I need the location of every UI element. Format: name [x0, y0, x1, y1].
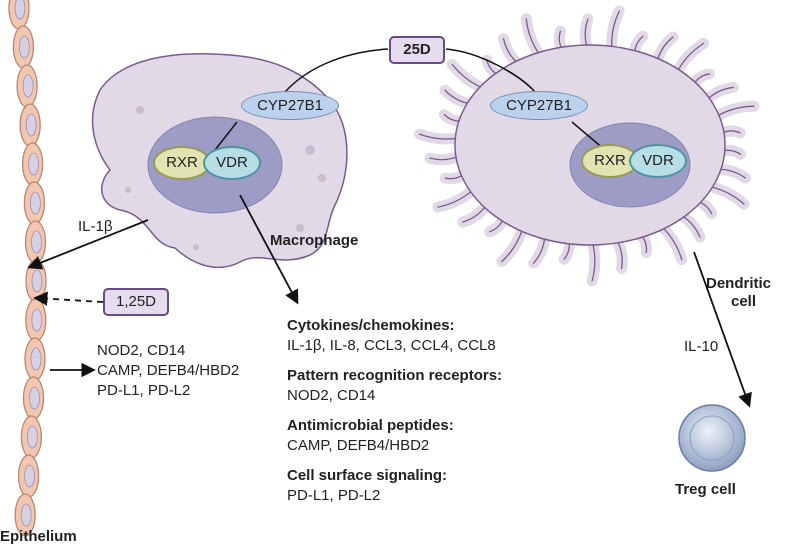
dendritic-label-line1: Dendritic — [706, 275, 772, 292]
epithelial-cell-nucleus — [29, 386, 40, 410]
il10-label: IL-10 — [684, 338, 719, 355]
output-group: Pattern recognition receptors: NOD2, CD1… — [287, 366, 502, 406]
epithelial-cell-nucleus — [28, 152, 40, 176]
macrophage-label: Macrophage — [270, 232, 359, 249]
output-items: NOD2, CD14 — [287, 387, 376, 404]
epithelial-cell-nucleus — [31, 230, 42, 254]
output-heading: Cell surface signaling: — [287, 467, 448, 484]
dendritic-label-line2: cell — [731, 293, 757, 310]
output-items: CAMP, DEFB4/HBD2 — [287, 437, 430, 454]
25d-connector-line — [284, 48, 536, 93]
epithelial-cell-nucleus — [18, 35, 30, 59]
epithelial-gene-line: PD-L1, PD-L2 — [97, 382, 191, 399]
epithelial-cell-nucleus — [22, 74, 34, 98]
treg-nucleus — [689, 415, 735, 461]
output-items: IL-1β, IL-8, CCL3, CCL4, CCL8 — [287, 337, 496, 354]
cyp27b1-macrophage: CYP27B1 — [241, 91, 339, 120]
output-heading: Cytokines/chemokines: — [287, 317, 455, 334]
output-group: Antimicrobial peptides: CAMP, DEFB4/HBD2 — [287, 416, 502, 456]
epithelial-gene-line: CAMP, DEFB4/HBD2 — [97, 362, 240, 379]
epithelial-cell-nucleus — [29, 191, 41, 215]
epithelial-cell-nucleus — [26, 425, 38, 449]
il1b-label: IL-1β — [78, 218, 113, 235]
il1b-arrow — [27, 219, 149, 270]
macrophage-vesicle — [305, 145, 315, 155]
output-heading: Pattern recognition receptors: — [287, 367, 503, 384]
macrophage-vesicle — [125, 187, 131, 193]
macrophage-vesicle — [136, 106, 144, 114]
epithelial-gene-line: NOD2, CD14 — [97, 342, 186, 359]
epithelial-cell-nucleus — [31, 308, 43, 332]
output-items: PD-L1, PD-L2 — [287, 487, 381, 504]
cyp-to-rxr-line-macrophage — [214, 121, 238, 151]
epithelial-cell-nucleus — [24, 464, 35, 488]
output-heading: Antimicrobial peptides: — [287, 417, 454, 434]
epithelial-cell-nucleus — [14, 0, 26, 20]
macrophage-vesicle — [193, 244, 199, 250]
macrophage-vesicle — [296, 224, 304, 232]
25d-label: 25D — [389, 36, 445, 64]
epithelium-cell-chain — [8, 0, 47, 537]
epithelial-cell-nucleus — [25, 113, 37, 137]
dendritic-cell-label: Dendritic cell — [706, 275, 771, 311]
output-group: Cell surface signaling: PD-L1, PD-L2 — [287, 466, 502, 506]
vdr-dendritic: VDR — [629, 144, 687, 178]
treg-cell-label: Treg cell — [675, 481, 736, 498]
125d-dashed-arrow — [33, 291, 104, 306]
treg-cell — [678, 404, 746, 472]
macrophage-output-list: Cytokines/chemokines: IL-1β, IL-8, CCL3,… — [287, 316, 502, 506]
epithelial-gene-list: NOD2, CD14 CAMP, DEFB4/HBD2 PD-L1, PD-L2 — [97, 341, 239, 401]
cyp27b1-dendritic: CYP27B1 — [490, 91, 588, 120]
epithelial-cell-nucleus — [30, 347, 42, 371]
125d-label: 1,25D — [103, 288, 169, 316]
macrophage-vesicle — [318, 174, 326, 182]
macrophage-output-arrow — [239, 194, 299, 305]
epithelial-cell-nucleus — [31, 269, 43, 293]
output-group: Cytokines/chemokines: IL-1β, IL-8, CCL3,… — [287, 316, 502, 356]
epithelium-label: Epithelium — [0, 528, 77, 545]
epithelial-cell-nucleus — [20, 503, 32, 527]
vdr-macrophage: VDR — [203, 146, 261, 180]
il10-arrow — [693, 251, 752, 408]
